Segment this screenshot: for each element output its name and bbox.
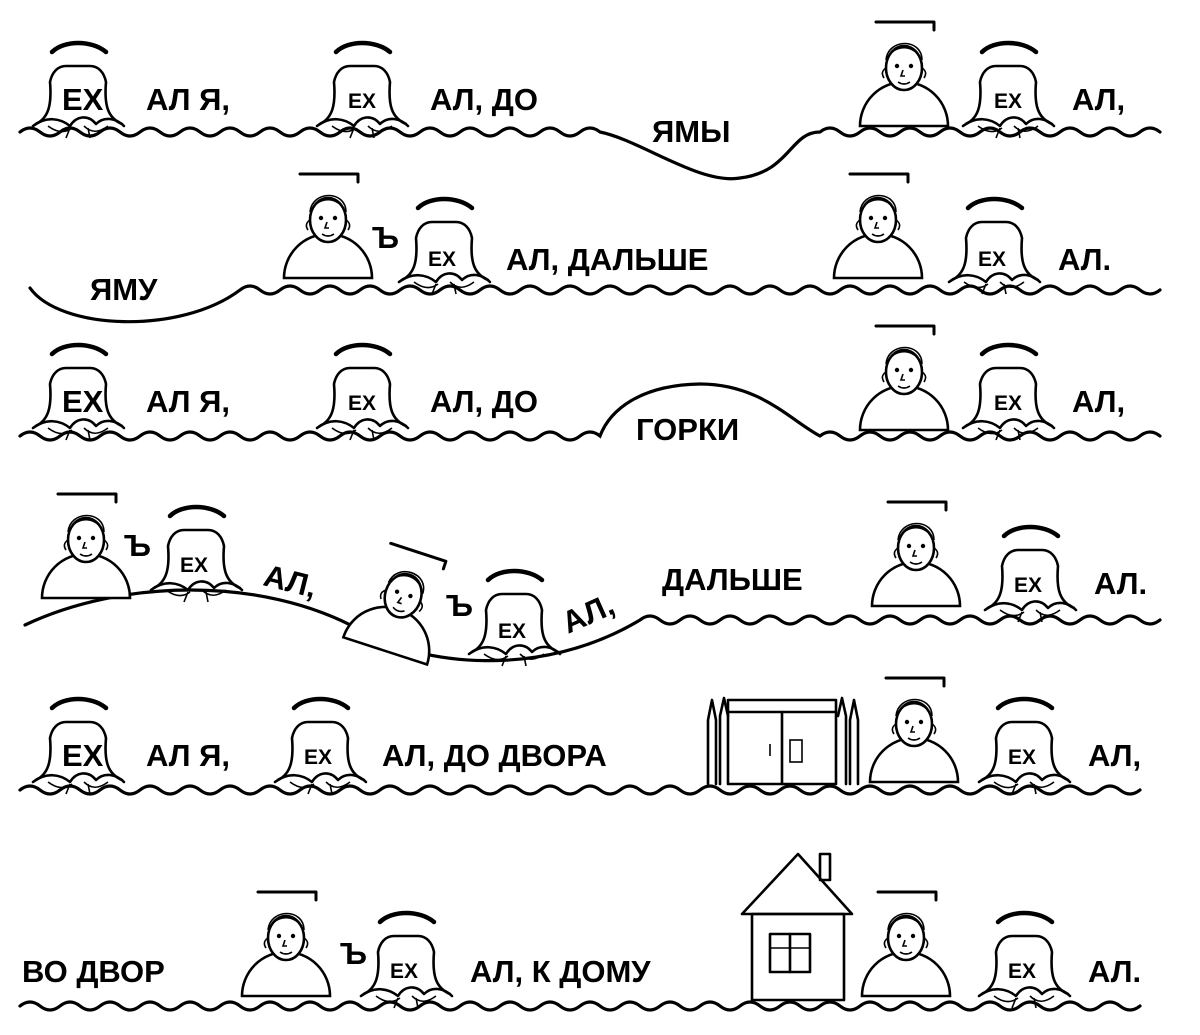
syllable-ex: ЕХ bbox=[390, 960, 418, 983]
person-on-hill-icon bbox=[40, 492, 132, 600]
row3-wave-line bbox=[18, 382, 1162, 442]
syllable-ex: ЕХ bbox=[428, 248, 456, 271]
syllable-ex: ЕХ bbox=[62, 384, 104, 419]
syllable-ex: ЕХ bbox=[994, 392, 1022, 415]
person-on-hill-icon bbox=[860, 890, 952, 998]
text-al: АЛ, bbox=[1072, 82, 1125, 117]
text-al-k-domu: АЛ, К ДОМУ bbox=[470, 954, 651, 989]
syllable-ex: ЕХ bbox=[348, 90, 376, 113]
text-al: АЛ, bbox=[557, 587, 620, 641]
person-on-hill-icon bbox=[870, 500, 962, 608]
hard-sign: Ъ bbox=[124, 528, 151, 563]
gate-icon bbox=[706, 696, 860, 786]
text-al: АЛ, bbox=[1088, 738, 1141, 773]
text-al-dot: АЛ. bbox=[1094, 566, 1147, 601]
text-al-do: АЛ, ДО bbox=[430, 82, 538, 117]
syllable-ex: ЕХ bbox=[180, 554, 208, 577]
person-on-hill-icon bbox=[858, 324, 950, 432]
row1-wave-line bbox=[18, 126, 1162, 181]
person-on-hill-icon bbox=[868, 676, 960, 784]
text-al-dot: АЛ. bbox=[1058, 242, 1111, 277]
syllable-ex: ЕХ bbox=[1008, 746, 1036, 769]
row5-wave-line bbox=[18, 784, 1142, 796]
person-on-hill-icon bbox=[240, 890, 332, 998]
syllable-ex: ЕХ bbox=[498, 620, 526, 643]
tent-icon bbox=[469, 571, 560, 666]
text-al-do-dvora: АЛ, ДО ДВОРА bbox=[382, 738, 607, 773]
person-on-hill-icon bbox=[832, 172, 924, 280]
text-al-do: АЛ, ДО bbox=[430, 384, 538, 419]
syllable-ex: ЕХ bbox=[978, 248, 1006, 271]
person-on-hill-icon bbox=[341, 536, 461, 667]
text-vo-dvor: ВО ДВОР bbox=[22, 954, 165, 989]
syllable-ex: ЕХ bbox=[304, 746, 332, 769]
hard-sign: Ъ bbox=[446, 588, 473, 623]
house-icon bbox=[740, 852, 854, 1002]
text-gorki: ГОРКИ bbox=[636, 412, 739, 447]
row4-wave-line bbox=[23, 588, 1162, 663]
syllable-ex: ЕХ bbox=[1008, 960, 1036, 983]
person-on-hill-icon bbox=[858, 20, 950, 128]
text-al: АЛ, bbox=[1072, 384, 1125, 419]
syllable-ex: ЕХ bbox=[62, 738, 104, 773]
text-al-ya: АЛ Я, bbox=[146, 738, 230, 773]
hard-sign: Ъ bbox=[372, 220, 399, 255]
row6-wave-line bbox=[18, 1000, 1142, 1012]
syllable-ex: ЕХ bbox=[348, 392, 376, 415]
text-al-ya: АЛ Я, bbox=[146, 384, 230, 419]
tent-icon bbox=[399, 199, 490, 294]
text-al-dalshe: АЛ, ДАЛЬШЕ bbox=[506, 242, 708, 277]
syllable-ex: ЕХ bbox=[62, 82, 104, 117]
text-al-dot: АЛ. bbox=[1088, 954, 1141, 989]
person-on-hill-icon bbox=[282, 172, 374, 280]
row2-wave-line bbox=[28, 284, 1162, 324]
hard-sign: Ъ bbox=[340, 936, 367, 971]
syllable-ex: ЕХ bbox=[1014, 574, 1042, 597]
tent-icon bbox=[949, 199, 1040, 294]
text-yamy: ЯМЫ bbox=[652, 114, 730, 149]
syllable-ex: ЕХ bbox=[994, 90, 1022, 113]
text-yamu: ЯМУ bbox=[90, 272, 158, 307]
text-al-ya: АЛ Я, bbox=[146, 82, 230, 117]
text-dalshe: ДАЛЬШЕ bbox=[662, 562, 803, 597]
